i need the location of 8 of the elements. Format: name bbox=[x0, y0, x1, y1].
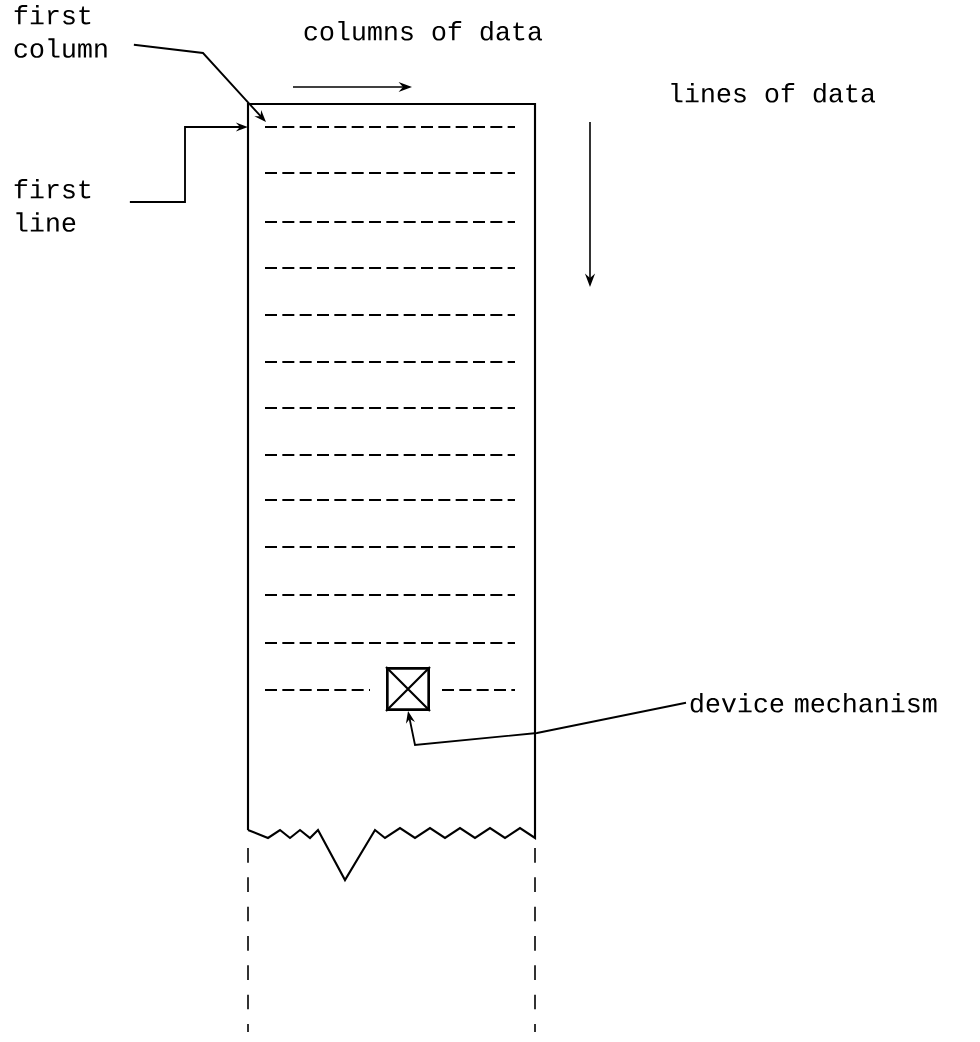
caption-text: columns of data bbox=[304, 20, 543, 41]
caption-text: lines of data bbox=[671, 82, 876, 103]
callout-text: first line bbox=[14, 178, 91, 232]
leader-line bbox=[405, 701, 687, 747]
device-symbol bbox=[384, 665, 432, 713]
callout-text: device mechanism bbox=[690, 692, 937, 713]
paper-strip bbox=[246, 102, 537, 883]
callout-text: first column bbox=[14, 4, 107, 58]
